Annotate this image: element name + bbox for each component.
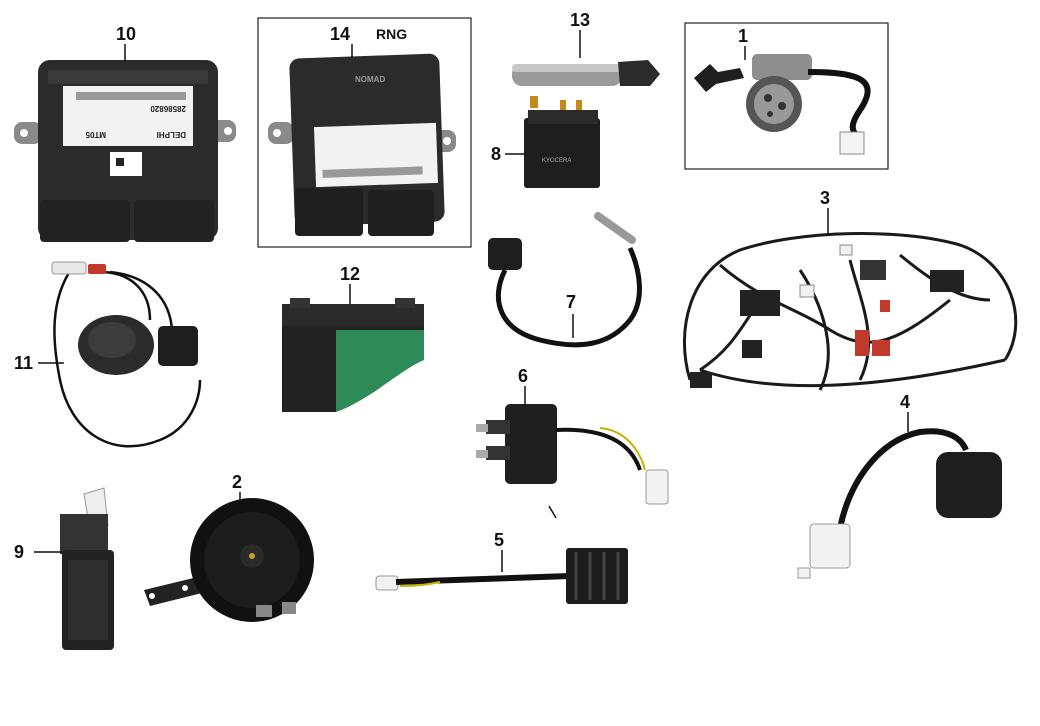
label-14: 14 <box>330 24 350 44</box>
label-14-suffix: RNG <box>376 26 407 42</box>
part-3-connectors <box>690 244 964 388</box>
label-13: 13 <box>570 10 590 30</box>
part-8-relay: KYOCERA <box>524 96 600 188</box>
part-1-frame <box>684 22 889 170</box>
part-2-horn <box>144 498 314 622</box>
part-4-flasher <box>797 428 1002 579</box>
ecu14-brand-text: NOMAD <box>355 75 385 84</box>
label-5: 5 <box>494 530 504 550</box>
label-9: 9 <box>14 542 24 562</box>
relay8-label-text: KYOCERA <box>542 158 571 164</box>
part-3-wiring-harness <box>682 232 1018 391</box>
part-13-spark-plug-cap <box>512 60 660 86</box>
part-6-starter-relay <box>476 404 669 519</box>
label-8: 8 <box>491 144 501 164</box>
label-11: 11 <box>14 353 33 373</box>
label-6: 6 <box>518 366 528 386</box>
label-4: 4 <box>900 392 910 412</box>
part-1-ignition-switch <box>694 54 871 155</box>
part-11-sensor <box>51 261 202 448</box>
label-10: 10 <box>116 24 136 44</box>
ecu10-model-text: MT05 <box>85 130 106 139</box>
part-5-regulator-rectifier <box>375 548 628 604</box>
part-12-battery <box>282 298 424 412</box>
label-1: 1 <box>738 26 748 46</box>
label-7: 7 <box>566 292 576 312</box>
label-2: 2 <box>232 472 242 492</box>
ecu10-brand-text: DELPHI <box>157 130 186 139</box>
part-14-ecu: NOMAD <box>268 53 456 236</box>
part-14-frame <box>257 17 472 248</box>
part-7-ignition-coil <box>488 212 642 348</box>
label-12: 12 <box>340 264 360 284</box>
label-3: 3 <box>820 188 830 208</box>
ecu10-number-text: 28586820 <box>150 104 186 113</box>
part-9-cdi-unit <box>60 487 114 650</box>
part-10-ecu: DELPHI MT05 28586820 <box>14 60 236 242</box>
